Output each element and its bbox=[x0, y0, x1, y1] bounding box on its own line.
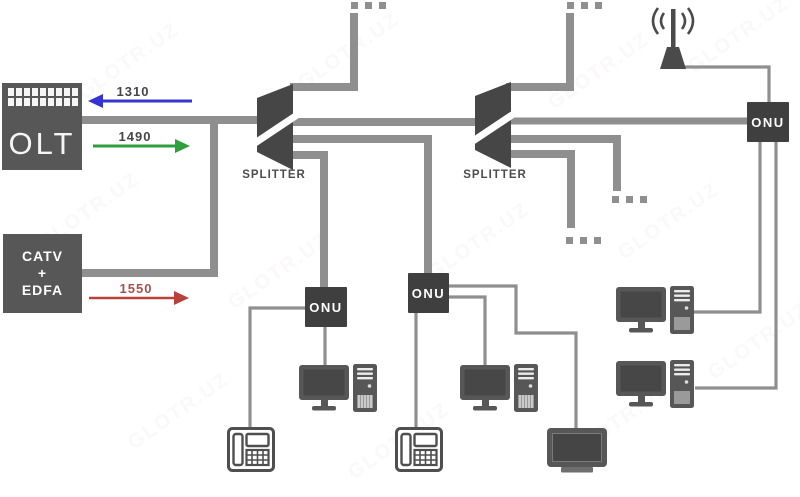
plus-label: + bbox=[37, 265, 48, 282]
wire-onu3-to-computer3 bbox=[694, 142, 762, 314]
wavelength-1490-label: 1490 bbox=[118, 129, 152, 144]
desktop-computer-icon bbox=[616, 360, 694, 408]
arrow-1550 bbox=[89, 291, 189, 305]
wire-antenna-to-onu3 bbox=[684, 65, 771, 103]
onu2-box: ONU bbox=[408, 273, 449, 313]
antenna-icon bbox=[651, 7, 695, 69]
wavelength-1550-label: 1550 bbox=[119, 281, 153, 296]
wire-splitter1-riser bbox=[290, 13, 358, 91]
telephone-icon bbox=[227, 427, 275, 472]
olt-box: OLT bbox=[2, 83, 82, 170]
splitter1-icon bbox=[250, 84, 299, 170]
tv-icon bbox=[547, 428, 607, 473]
desktop-computer-icon bbox=[460, 364, 538, 412]
splitter1-label: SPLITTER bbox=[242, 169, 306, 181]
olt-ports-grid-icon bbox=[6, 87, 78, 108]
wire-splitter2-branch1 bbox=[508, 135, 621, 191]
wire-splitter2-branch2 bbox=[506, 150, 575, 228]
onu1-box: ONU bbox=[305, 287, 347, 327]
fiber-wires bbox=[82, 13, 778, 429]
wavelength-1310-label: 1310 bbox=[116, 84, 150, 99]
wire-splitter2-riser bbox=[506, 13, 574, 91]
catv-label: CATV bbox=[21, 248, 64, 265]
edfa-label: EDFA bbox=[21, 281, 64, 298]
wire-onu2-to-computer2 bbox=[448, 295, 487, 367]
arrow-1490 bbox=[93, 139, 190, 153]
wire-onu2-to-tv bbox=[448, 284, 578, 429]
onu2-label: ONU bbox=[411, 285, 446, 301]
desktop-computer-icon bbox=[616, 286, 694, 334]
splitter2-label: SPLITTER bbox=[463, 169, 527, 181]
wire-splitter1-to-onu2 bbox=[292, 135, 432, 275]
catv-edfa-box: CATV + EDFA bbox=[3, 234, 82, 313]
splitter2-icon bbox=[468, 82, 517, 168]
wire-catv-trunk bbox=[82, 124, 218, 277]
ellipsis-dots bbox=[351, 2, 647, 244]
wire-onu1-to-phone1 bbox=[248, 306, 306, 429]
wire-splitter1-to-onu1 bbox=[290, 151, 328, 289]
onu3-box: ONU bbox=[747, 102, 789, 142]
desktop-computer-icon bbox=[299, 364, 377, 412]
olt-label: OLT bbox=[8, 126, 76, 161]
onu3-label: ONU bbox=[751, 114, 785, 130]
arrow-1310 bbox=[88, 94, 192, 108]
telephone-icon bbox=[395, 427, 443, 472]
onu1-label: ONU bbox=[309, 299, 343, 315]
wire-onu3-to-computer4 bbox=[695, 142, 778, 390]
